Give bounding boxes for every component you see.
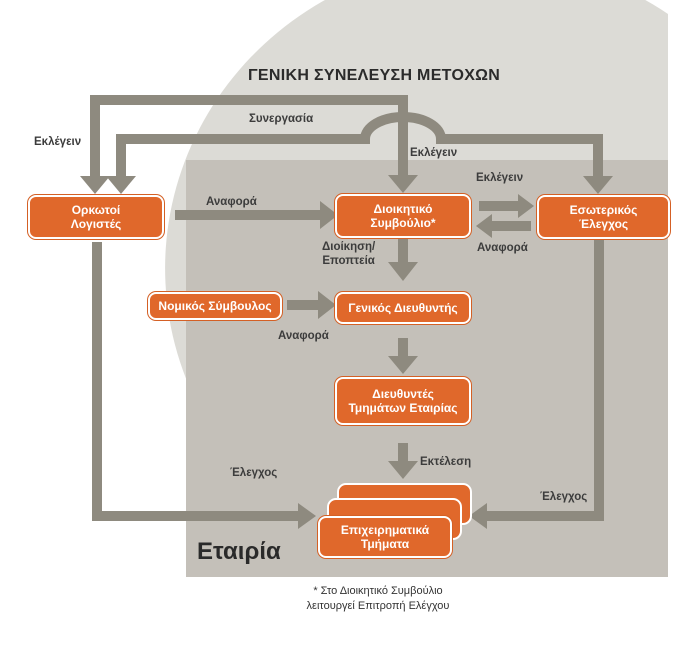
label-report-internal: Αναφορά (477, 242, 528, 254)
node-department-directors: Διευθυντές Τμημάτων Εταιρίας (335, 377, 471, 425)
node-legal-advisor: Νομικός Σύμβουλος (148, 292, 282, 320)
label-elect-internal: Εκλέγειν (476, 172, 524, 184)
label-execution: Εκτέλεση (420, 456, 472, 468)
label-elect-auditors: Εκλέγειν (34, 136, 82, 148)
edge-cooperation (116, 112, 603, 176)
arrowhead-control-left (298, 503, 316, 529)
arrowhead-management (388, 262, 418, 281)
arrowhead-elect-board (388, 175, 418, 193)
node-internal-audit: Εσωτερικός Έλεγχος (537, 195, 670, 239)
arrowhead-cooperation-right (583, 176, 613, 194)
label-elect-board: Εκλέγειν (410, 147, 458, 159)
node-general-manager: Γενικός Διευθυντής (335, 292, 471, 324)
edge-control-right (487, 237, 604, 521)
label-control-right: Έλεγχος (540, 491, 588, 503)
label-management: Διοίκηση/ Εποπτεία (322, 241, 376, 267)
label-report-auditors: Αναφορά (206, 196, 257, 208)
arrowhead-report-internal (476, 214, 492, 238)
arrowhead-report-auditors (320, 201, 338, 229)
label-report-legal: Αναφορά (278, 330, 329, 342)
arrowhead-cooperation-left (106, 176, 136, 194)
arrowhead-elect-internal (518, 194, 534, 218)
node-business-units: Επιχειρηματικά Τμήματα (318, 516, 452, 558)
label-control-left: Έλεγχος (230, 467, 278, 479)
arrowhead-gm-directors (388, 356, 418, 374)
arrowhead-control-right (469, 503, 487, 529)
company-label: Εταιρία (197, 538, 281, 565)
label-cooperation: Συνεργασία (249, 113, 314, 125)
footnote: * Στο Διοικητικό Συμβούλιο λειτουργεί Επ… (306, 585, 450, 612)
arrowhead-report-legal (318, 291, 336, 319)
node-auditors: Ορκωτοί Λογιστές (28, 195, 164, 239)
edge-control-left (92, 242, 298, 521)
edge-elect-auditors (90, 95, 408, 176)
general-assembly-title: ΓΕΝΙΚΗ ΣΥΝΕΛΕΥΣΗ ΜΕΤΟΧΩΝ (248, 67, 501, 84)
arrowhead-elect-auditors (80, 176, 110, 194)
node-board: Διοικητικό Συμβούλιο* (335, 194, 471, 238)
arrowhead-execution (388, 461, 418, 479)
